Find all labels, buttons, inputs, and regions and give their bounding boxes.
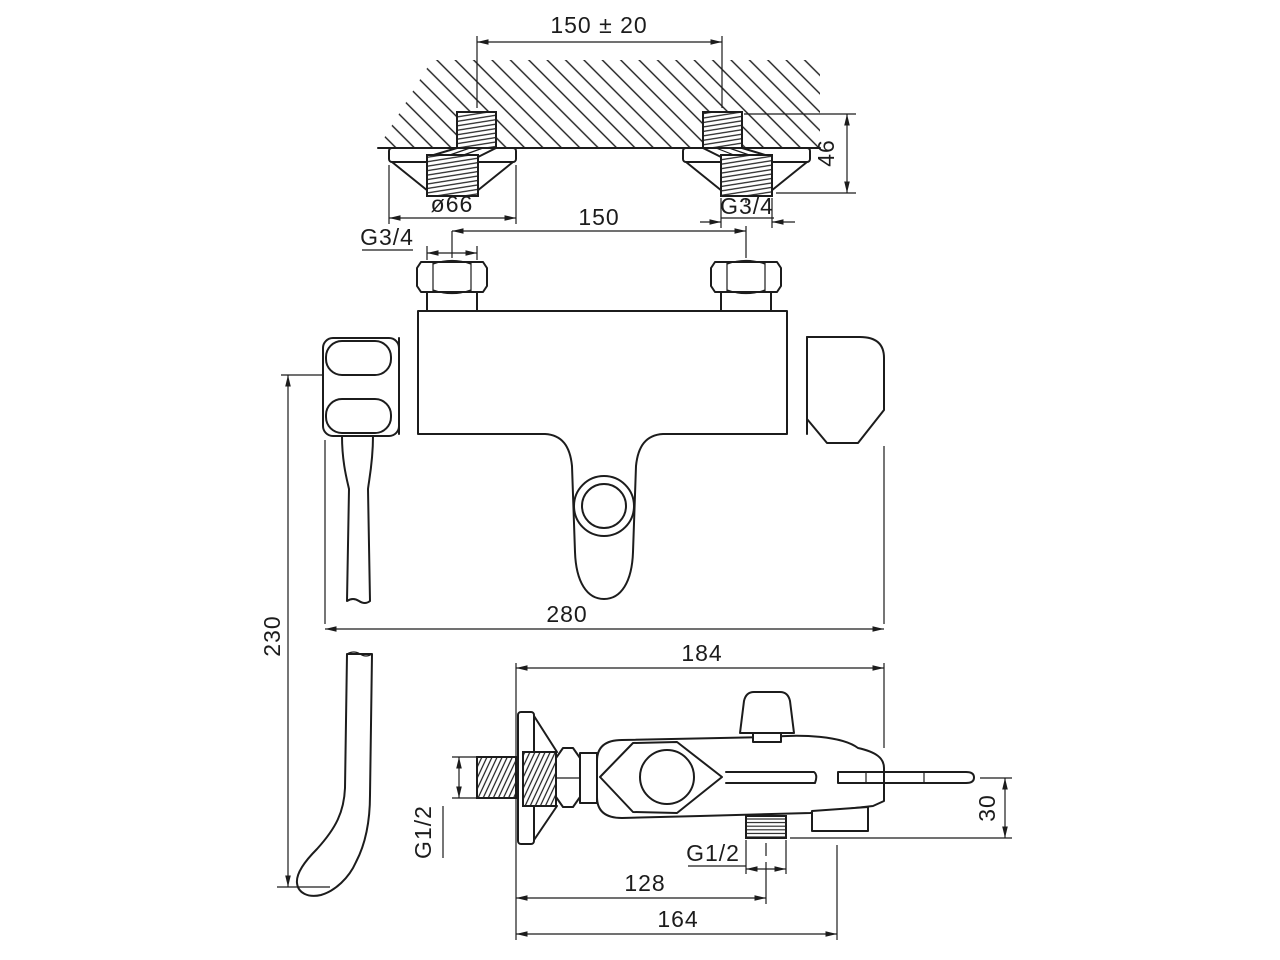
dim-label-spout-depth: 164 [657, 906, 698, 932]
dim-outlet-thread: G1/2 [686, 840, 787, 904]
wall-thread-right [702, 111, 743, 149]
escutcheon-cone [533, 715, 558, 841]
cartridge-hex [599, 741, 723, 814]
dim-body-width: 280 [324, 440, 885, 632]
union-nut-left [416, 259, 488, 312]
spout-outlet [811, 806, 869, 832]
dim-label-outlet-depth: 128 [624, 870, 665, 896]
dim-flange-diameter: ø66 [388, 165, 517, 224]
union-thread-left [426, 154, 479, 197]
flange-cone-left [391, 161, 514, 192]
dim-label-depth-overall: 184 [681, 640, 722, 666]
union-barrel-side [522, 751, 557, 807]
side-view: 184 30 G1/2 G1/2 128 [410, 640, 1012, 940]
shower-handset [295, 653, 373, 897]
lever-bar [725, 771, 975, 784]
eccentric-union-right [682, 111, 811, 197]
union-thread-right [720, 154, 773, 197]
diverter-ring-inner [581, 483, 627, 529]
dim-outlet-depth: 128 [516, 870, 766, 901]
dim-faucet-centers: 150 [451, 198, 747, 258]
dim-wall-offset: 46 [744, 113, 856, 194]
dim-height: 230 [259, 374, 330, 888]
diverter-ring-outer [573, 475, 635, 537]
dim-label-faucet-centers: 150 [578, 204, 619, 230]
flange-cone-right [685, 161, 808, 192]
handle-left [322, 337, 400, 437]
nut-spacer [579, 752, 598, 804]
shower-hose-upper [341, 435, 374, 604]
dim-supply-thread: G1/2 [410, 756, 477, 859]
front-view: G3/4 280 230 [259, 224, 885, 897]
dim-label-flange-diameter: ø66 [431, 191, 474, 217]
dim-depth-overall: 184 [516, 640, 885, 748]
dim-label-outlet-thread: G1/2 [686, 840, 740, 866]
dim-label-wall-offset: 46 [813, 139, 839, 167]
dim-wall-centers: 150 ± 20 [476, 12, 723, 108]
wall-thread-left [456, 111, 497, 149]
hose-outlet-thread [745, 815, 787, 839]
knob-stem [752, 732, 782, 743]
eccentric-union-left [388, 111, 517, 197]
dim-label-wall-centers: 150 ± 20 [550, 12, 647, 38]
dim-label-inlet-thread: G3/4 [360, 224, 414, 250]
dim-spout-depth: 164 [516, 845, 838, 940]
dim-label-connector-thread: G3/4 [720, 193, 774, 219]
dim-label-supply-thread: G1/2 [410, 805, 436, 859]
dim-spout-clearance: 30 [974, 777, 1012, 838]
handle-right [806, 336, 885, 444]
wall-section-hatch [378, 60, 820, 148]
dim-label-height: 230 [259, 615, 285, 656]
union-nut-right [710, 259, 782, 312]
dim-label-body-width: 280 [546, 601, 587, 627]
supply-thread [476, 756, 517, 799]
top-view: 150 ± 20 46 ø66 G3/4 150 [377, 12, 856, 258]
cartridge-circle [639, 749, 695, 805]
dim-connector-thread: G3/4 [700, 193, 795, 228]
mixer-body-front [417, 310, 788, 600]
dim-inlet-thread: G3/4 [360, 224, 478, 260]
diverter-knob [739, 691, 795, 734]
dim-label-spout-clearance: 30 [974, 794, 1000, 822]
